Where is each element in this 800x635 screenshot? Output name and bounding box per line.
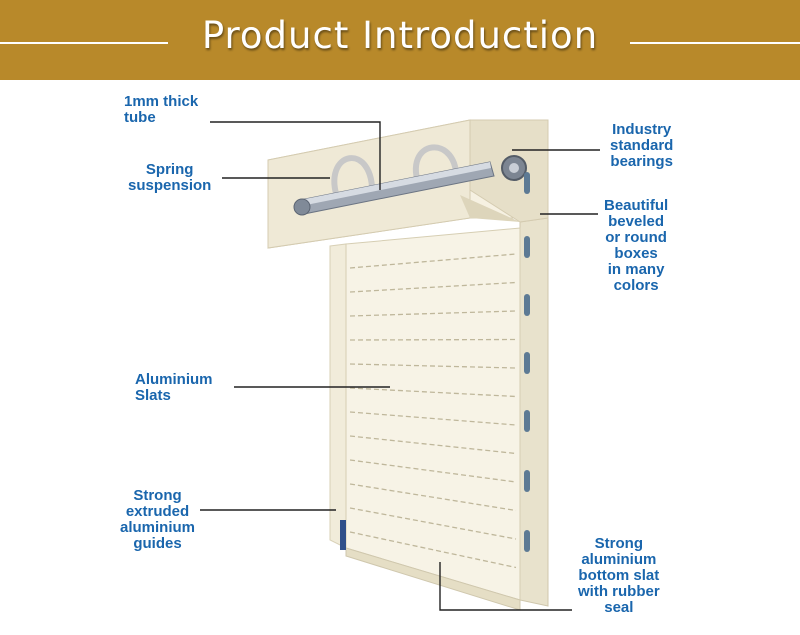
- spring-loop-1: [331, 155, 376, 202]
- label-boxes-line-3: or round: [605, 229, 667, 246]
- label-bearings: Industry standard bearings: [610, 122, 673, 170]
- slat-line: [349, 483, 517, 512]
- tube-highlight: [300, 162, 491, 206]
- leader-lines: [200, 121, 600, 611]
- label-guides-line-2: extruded: [125, 503, 190, 520]
- guide-clips: [524, 172, 530, 552]
- label-bottom-slat-line-1: Strong: [594, 535, 643, 552]
- label-bearings-line-1: Industry: [612, 121, 672, 138]
- label-guides-line-4: guides: [133, 535, 182, 552]
- leader-tube: [210, 121, 381, 190]
- banner-rule-right: [630, 42, 800, 44]
- label-boxes: Beautiful beveled or round boxes in many…: [604, 198, 668, 294]
- label-boxes-line-1: Beautiful: [604, 197, 669, 214]
- slat-line: [349, 435, 517, 455]
- slat-line: [349, 411, 517, 426]
- bearing-core: [509, 163, 519, 173]
- slat-line: [349, 363, 517, 369]
- slat-line: [349, 507, 517, 540]
- slat-line: [349, 310, 517, 317]
- label-boxes-line-5: in many: [607, 261, 665, 278]
- label-slats-line-2: Slats: [135, 387, 171, 404]
- label-spring: Spring suspension: [128, 162, 211, 194]
- slat-line: [349, 253, 517, 269]
- label-bearings-line-2: standard: [610, 137, 674, 154]
- slat-line: [349, 459, 517, 483]
- label-bottom-slat-line-4: with rubber: [578, 583, 660, 600]
- spring-loop-2: [412, 144, 460, 190]
- rubber-seal: [340, 520, 346, 550]
- label-guides: Strong extruded aluminium guides: [120, 488, 195, 552]
- label-boxes-line-4: boxes: [614, 245, 658, 262]
- label-tube-line-2: tube: [124, 109, 156, 126]
- slat-lines: [349, 253, 517, 569]
- label-spring-line-2: suspension: [128, 177, 212, 194]
- label-spring-line-1: Spring: [145, 161, 194, 178]
- label-bottom-slat-line-3: bottom slat: [578, 567, 660, 584]
- label-guides-line-1: Strong: [133, 487, 182, 504]
- label-slats: Aluminium Slats: [135, 372, 213, 404]
- label-slats-line-1: Aluminium: [135, 371, 213, 388]
- slat-line: [349, 338, 517, 341]
- page-title: Product Introduction: [201, 14, 599, 57]
- label-bearings-line-3: bearings: [610, 153, 673, 170]
- header-banner: Product Introduction: [0, 0, 800, 80]
- label-boxes-line-2: beveled: [608, 213, 665, 230]
- label-tube-line-1: 1mm thick: [124, 93, 199, 110]
- slat-line: [349, 531, 517, 569]
- slat-line: [349, 281, 517, 293]
- label-tube: 1mm thick tube: [124, 94, 198, 126]
- left-guide: [329, 243, 347, 549]
- label-bottom-slat-line-2: aluminium: [581, 551, 657, 568]
- tube-end-left: [293, 198, 311, 216]
- label-guides-line-3: aluminium: [120, 519, 196, 536]
- leader-bottom-slat: [439, 562, 572, 611]
- label-boxes-line-6: colors: [613, 277, 659, 294]
- label-bottom-slat: Strong aluminium bottom slat with rubber…: [578, 536, 660, 616]
- banner-rule-left: [0, 42, 168, 44]
- slat-line: [349, 387, 517, 398]
- bevel-edge: [460, 195, 520, 222]
- label-bottom-slat-line-5: seal: [604, 599, 634, 616]
